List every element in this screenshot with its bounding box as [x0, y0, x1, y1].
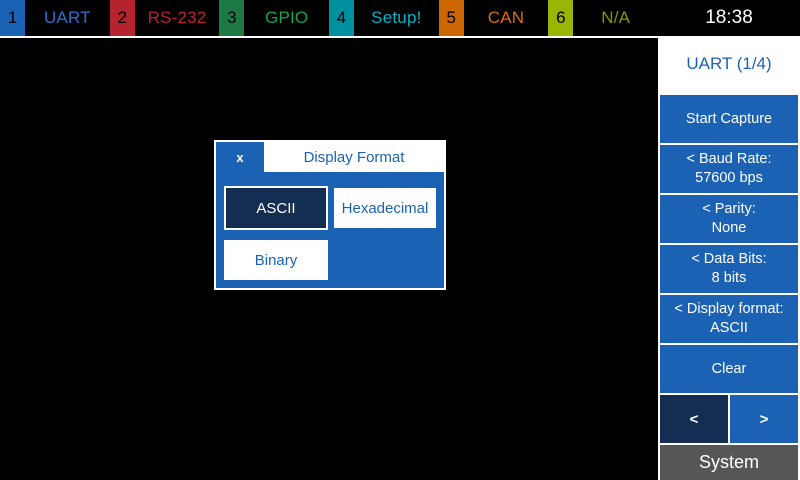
- panel-button-clear[interactable]: Clear: [660, 345, 798, 393]
- tab-bar-separator: [0, 36, 658, 38]
- panel-button-line1: < Baud Rate:: [686, 151, 772, 167]
- panel-button-line1: < Data Bits:: [691, 251, 767, 267]
- tab-number-1: 1: [0, 0, 25, 36]
- close-icon-label: x: [236, 149, 244, 165]
- dialog-title: Display Format: [264, 142, 444, 172]
- option-ascii[interactable]: ASCII: [224, 186, 328, 230]
- panel-button-line1: Start Capture: [685, 110, 773, 127]
- panel-next-button[interactable]: >: [730, 395, 798, 443]
- clock-time: 18:38: [705, 7, 753, 28]
- tab-label-4: Setup!: [354, 0, 439, 36]
- option-binary[interactable]: Binary: [224, 240, 328, 280]
- panel-button-start-capture[interactable]: Start Capture: [660, 95, 798, 143]
- panel-button-parity[interactable]: < Parity: None: [660, 195, 798, 243]
- clock-display: 18:38: [658, 0, 800, 36]
- panel-button-baud-rate[interactable]: < Baud Rate: 57600 bps: [660, 145, 798, 193]
- dialog-title-text: Display Format: [303, 148, 405, 166]
- tab-label-6: N/A: [573, 0, 659, 36]
- panel-system-button[interactable]: System: [660, 445, 798, 480]
- panel-button-line2: 57600 bps: [695, 170, 763, 186]
- panel-button-data-bits[interactable]: < Data Bits: 8 bits: [660, 245, 798, 293]
- tab-label-1: UART: [25, 0, 110, 36]
- panel-button-line1: Clear: [711, 360, 747, 377]
- option-hexadecimal[interactable]: Hexadecimal: [334, 188, 436, 228]
- tab-label-5: CAN: [463, 0, 549, 36]
- close-icon[interactable]: x: [216, 142, 264, 172]
- side-panel: UART (1/4) Start Capture < Baud Rate: 5760…: [658, 36, 800, 480]
- panel-prev-button[interactable]: <: [660, 395, 728, 443]
- panel-title-text: UART (1/4): [686, 54, 772, 73]
- tab-label-2: RS-232: [134, 0, 220, 36]
- tab-number-2: 2: [109, 0, 135, 36]
- tab-number-3: 3: [219, 0, 245, 36]
- panel-button-line2: ASCII: [710, 320, 748, 336]
- tab-label-3: GPIO: [244, 0, 330, 36]
- panel-button-line1: < Display format:: [674, 301, 784, 317]
- panel-button-display-format[interactable]: < Display format: ASCII: [660, 295, 798, 343]
- panel-button-line1: < Parity:: [702, 201, 756, 217]
- tab-number-4: 4: [329, 0, 355, 36]
- tab-number-6: 6: [548, 0, 574, 36]
- tab-number-5: 5: [438, 0, 464, 36]
- panel-button-line2: None: [711, 220, 747, 236]
- panel-title: UART (1/4): [658, 36, 800, 92]
- panel-button-line2: 8 bits: [711, 270, 747, 286]
